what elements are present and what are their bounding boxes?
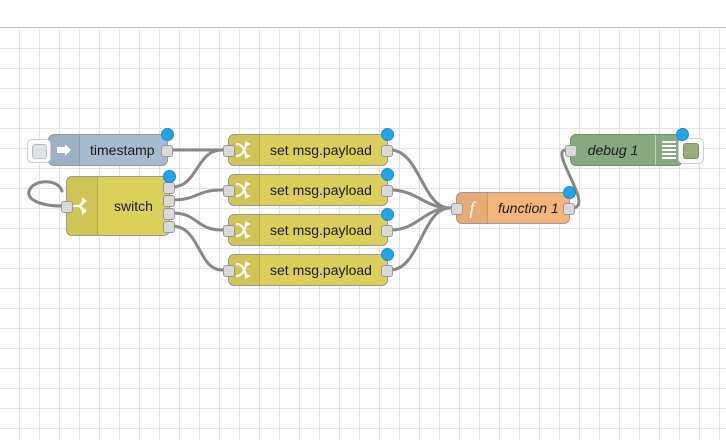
wire-loopback-switch: [27, 180, 64, 208]
debug-toggle-button[interactable]: [678, 138, 704, 164]
debug-lines-icon: [655, 135, 682, 165]
node-inject-timestamp[interactable]: timestamp: [27, 128, 174, 166]
input-port-function-1[interactable]: [451, 203, 463, 215]
wire-change2-to-function: [388, 188, 452, 210]
input-port-change-4[interactable]: [223, 265, 235, 277]
input-port-switch[interactable]: [61, 201, 73, 213]
node-function-1[interactable]: f function 1: [451, 186, 576, 224]
input-port-change-3[interactable]: [223, 225, 235, 237]
output-port-change-1[interactable]: [381, 145, 393, 157]
node-label-inject: timestamp: [90, 142, 155, 158]
inject-trigger-knob: [31, 143, 47, 159]
status-dot-switch: [163, 170, 176, 183]
node-label-change-3: set msg.payload: [270, 222, 372, 238]
status-dot-change-1: [381, 128, 394, 141]
wire-switch3-to-change4: [170, 224, 224, 272]
node-label-change-2: set msg.payload: [270, 182, 372, 198]
wire-change4-to-function: [388, 206, 452, 272]
output-port-change-3[interactable]: [381, 225, 393, 237]
output-port-change-2[interactable]: [381, 185, 393, 197]
svg-text:f: f: [469, 198, 477, 218]
node-label-debug-1: debug 1: [587, 142, 639, 158]
wire-switch0-to-change1: [170, 148, 224, 189]
node-switch[interactable]: switch: [61, 170, 176, 236]
node-change-2[interactable]: set msg.payload: [223, 168, 394, 206]
output-port-switch-2[interactable]: [163, 208, 175, 220]
status-dot-debug-1: [676, 128, 689, 141]
node-change-4[interactable]: set msg.payload: [223, 248, 394, 286]
wire-change3-to-function: [388, 206, 452, 232]
status-dot-change-3: [381, 208, 394, 221]
node-label-change-4: set msg.payload: [270, 262, 372, 278]
flow-canvas[interactable]: timestamp switch: [0, 29, 726, 440]
node-debug-1[interactable]: debug 1: [565, 128, 704, 166]
node-change-3[interactable]: set msg.payload: [223, 208, 394, 246]
output-port-switch-0[interactable]: [163, 182, 175, 194]
debug-toggle-knob: [683, 143, 699, 159]
output-port-change-4[interactable]: [381, 265, 393, 277]
output-port-switch-3[interactable]: [163, 221, 175, 233]
change-swap-icon: [229, 135, 260, 165]
node-label-change-1: set msg.payload: [270, 142, 372, 158]
output-port-switch-1[interactable]: [163, 195, 175, 207]
wire-change1-to-function: [388, 148, 452, 210]
wire-switch2-to-change3: [170, 211, 224, 232]
inject-trigger-button[interactable]: [27, 139, 51, 163]
node-change-1[interactable]: set msg.payload: [223, 128, 394, 166]
canvas-top-strip: [0, 0, 726, 28]
status-dot-inject: [161, 128, 174, 141]
output-port-inject-0[interactable]: [161, 145, 173, 157]
status-dot-function-1: [563, 186, 576, 199]
arrow-right-icon: [49, 135, 80, 165]
status-dot-change-2: [381, 168, 394, 181]
input-port-change-2[interactable]: [223, 185, 235, 197]
status-dot-change-4: [381, 248, 394, 261]
input-port-debug-1[interactable]: [565, 145, 577, 157]
node-label-function-1: function 1: [498, 200, 559, 216]
wire-switch1-to-change2: [170, 188, 224, 202]
output-port-function-1[interactable]: [563, 203, 575, 215]
input-port-change-1[interactable]: [223, 145, 235, 157]
node-label-switch: switch: [114, 198, 153, 214]
